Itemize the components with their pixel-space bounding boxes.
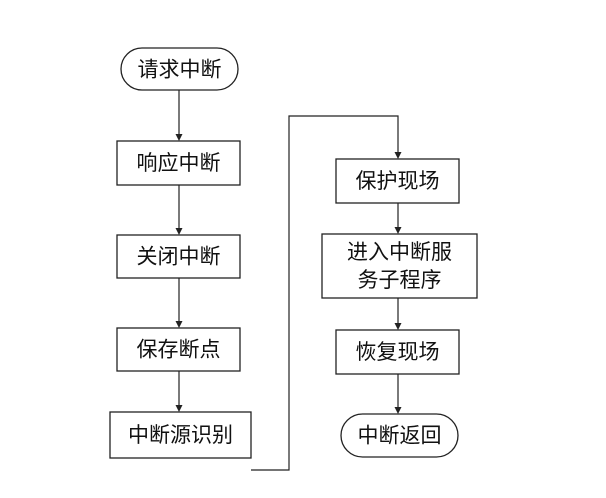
edge-enter-isr-to-restore xyxy=(394,298,402,330)
node-restore-context-label: 恢复现场 xyxy=(356,340,440,364)
node-respond-interrupt: 响应中断 xyxy=(116,140,241,186)
node-disable-interrupt: 关闭中断 xyxy=(116,234,241,279)
node-save-context-label: 保护现场 xyxy=(356,169,440,193)
node-save-context: 保护现场 xyxy=(335,158,460,204)
edge-respond-to-disable xyxy=(175,185,183,235)
edge-disable-to-save-breakpoint xyxy=(175,278,183,328)
node-save-breakpoint: 保存断点 xyxy=(116,327,241,372)
node-enter-isr: 进入中断服 务子程序 xyxy=(321,233,478,299)
node-enter-isr-label-line1: 进入中断服 xyxy=(347,240,452,264)
node-request-interrupt: 请求中断 xyxy=(120,47,239,91)
node-identify-source: 中断源识别 xyxy=(109,411,252,459)
edge-restore-to-return xyxy=(394,374,402,414)
node-interrupt-return: 中断返回 xyxy=(340,413,459,458)
edge-save-breakpoint-to-identify xyxy=(175,371,183,412)
node-save-breakpoint-label: 保存断点 xyxy=(137,338,221,362)
node-disable-interrupt-label: 关闭中断 xyxy=(137,245,221,269)
node-identify-source-label: 中断源识别 xyxy=(128,423,233,447)
node-restore-context: 恢复现场 xyxy=(335,329,460,375)
node-interrupt-return-label: 中断返回 xyxy=(358,424,442,448)
edge-identify-to-save-context xyxy=(251,115,402,471)
node-enter-isr-label-line2: 务子程序 xyxy=(358,268,442,292)
node-request-interrupt-label: 请求中断 xyxy=(138,58,222,82)
edge-request-to-respond xyxy=(175,90,183,141)
node-respond-interrupt-label: 响应中断 xyxy=(137,151,221,175)
edge-save-context-to-enter-isr xyxy=(394,203,402,234)
